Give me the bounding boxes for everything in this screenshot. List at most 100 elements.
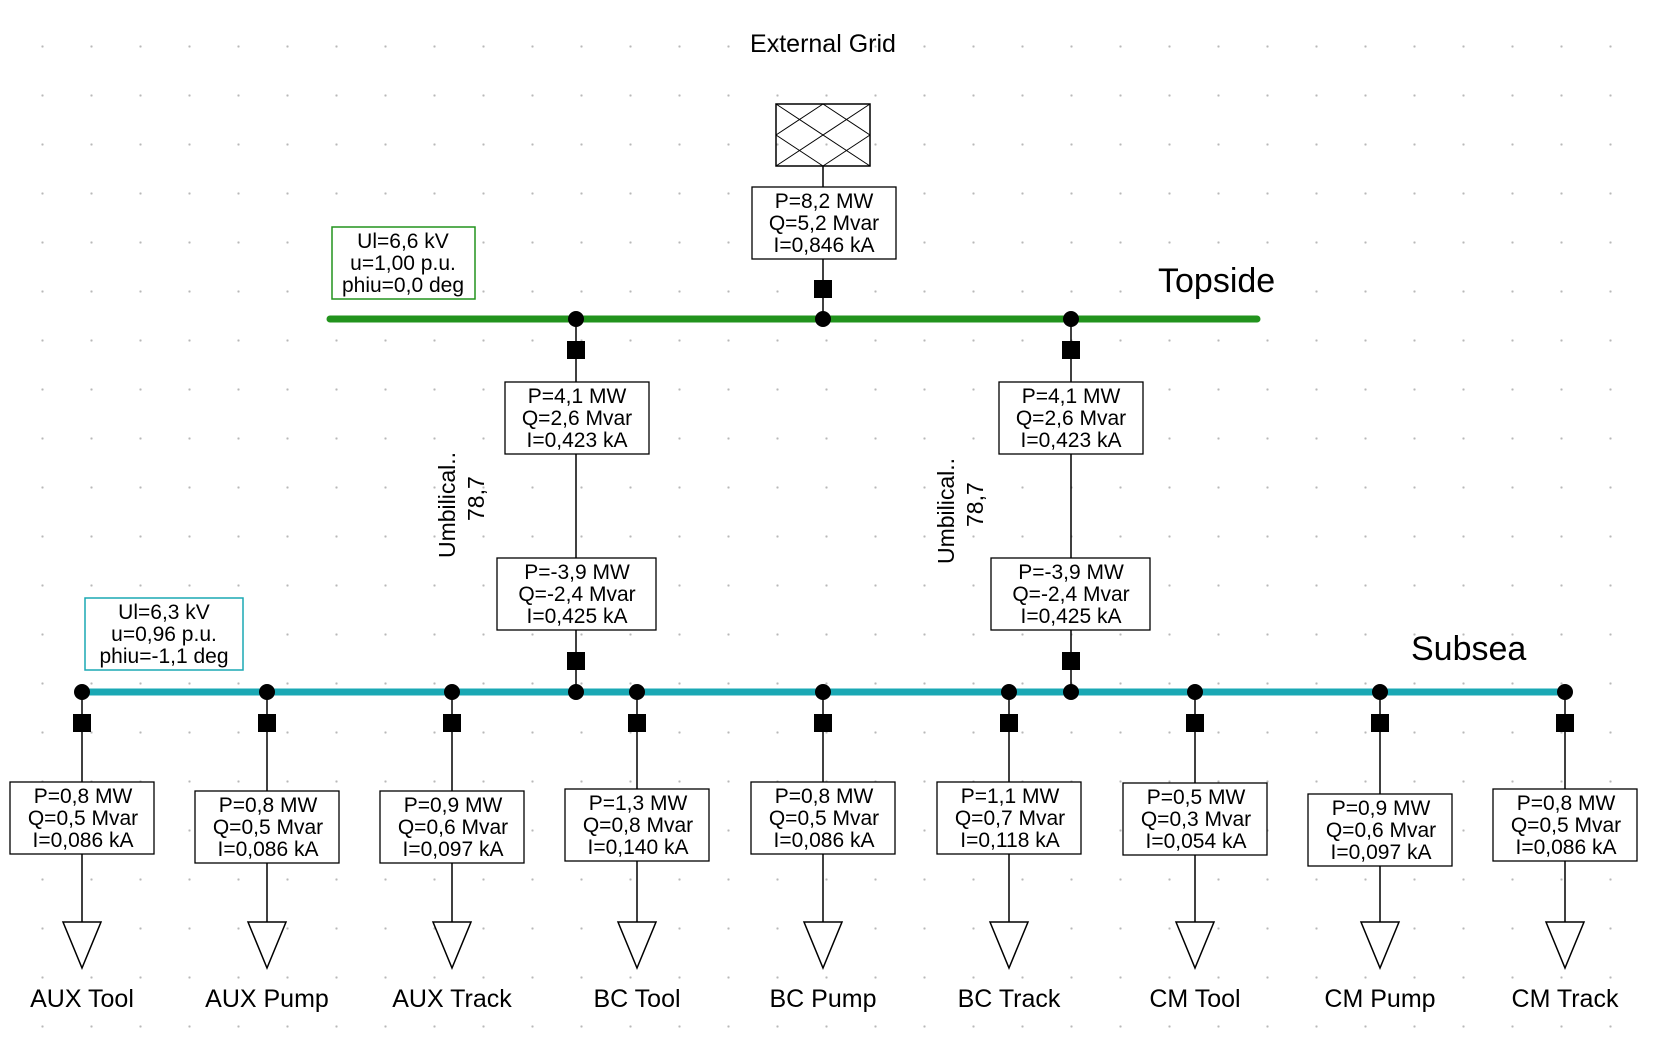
topside-bus-name: Topside [1158,262,1275,300]
result-line: Q=-2,4 Mvar [518,583,635,606]
load-symbol[interactable] [1359,921,1401,970]
load-name-label: CM Tool [1149,985,1240,1013]
result-line: I=0,086 kA [33,829,134,852]
result-line: P=-3,9 MW [1018,561,1124,584]
load-name-label: AUX Track [392,985,512,1013]
result-line: Ul=6,6 kV [357,230,449,253]
result-line: Q=0,6 Mvar [1326,819,1436,842]
result-line: P=0,8 MW [34,785,133,808]
load-result-box [564,788,710,862]
load-name-label: CM Track [1512,985,1619,1013]
subsea-node [1372,684,1388,700]
result-line: Q=0,5 Mvar [769,807,879,830]
load-name-label: BC Pump [770,985,877,1013]
result-line: Q=0,6 Mvar [398,816,508,839]
result-line: I=0,423 kA [527,429,628,452]
result-line: Q=-2,4 Mvar [1012,583,1129,606]
result-line: I=0,097 kA [1331,841,1432,864]
result-line: Q=0,5 Mvar [213,816,323,839]
subsea-node [74,684,90,700]
load-breaker[interactable] [1000,714,1018,732]
load-breaker[interactable] [1556,714,1574,732]
subsea-node [1063,684,1079,700]
load-name-label: BC Tool [593,985,680,1013]
result-line: P=1,3 MW [589,792,688,815]
result-line: Q=0,7 Mvar [955,807,1065,830]
result-line: I=0,425 kA [1021,605,1122,628]
result-line: I=0,140 kA [588,836,689,859]
subsea-node [1001,684,1017,700]
load-symbol[interactable] [616,921,658,970]
load-result-box [936,781,1082,855]
load-symbol[interactable] [1174,921,1216,970]
result-line: I=0,423 kA [1021,429,1122,452]
result-line: phiu=-1,1 deg [99,645,228,668]
load-symbol[interactable] [61,921,103,970]
result-line: I=0,425 kA [527,605,628,628]
load-name-label: BC Track [958,985,1061,1013]
result-line: Q=2,6 Mvar [522,407,632,430]
umbilical-2-loading: 78,7 [962,482,988,527]
external-grid-symbol[interactable] [775,103,871,167]
result-line: P=-3,9 MW [524,561,630,584]
load-breaker[interactable] [628,714,646,732]
load-breaker[interactable] [73,714,91,732]
result-line: Q=0,5 Mvar [28,807,138,830]
subsea-node [568,684,584,700]
topside-result-box: Ul=6,6 kV u=1,00 p.u. phiu=0,0 deg [331,226,476,300]
load-name-label: AUX Tool [30,985,134,1013]
load-name-label: CM Pump [1324,985,1435,1013]
result-line: P=4,1 MW [528,385,627,408]
result-line: I=0,097 kA [403,838,504,861]
result-line: P=4,1 MW [1022,385,1121,408]
umbilical-1-name: Umbilical.. [434,452,460,558]
load-result-box [9,781,155,855]
umbilical-1-bottom-breaker[interactable] [567,652,585,670]
result-line: I=0,846 kA [774,234,875,257]
result-line: Q=5,2 Mvar [769,212,879,235]
result-line: Q=2,6 Mvar [1016,407,1126,430]
load-breaker[interactable] [1371,714,1389,732]
result-line: I=0,118 kA [960,829,1059,852]
result-line: Q=0,8 Mvar [583,814,693,837]
load-result-box [194,790,340,864]
result-line: Ul=6,3 kV [118,601,210,624]
subsea-node [815,684,831,700]
load-symbol[interactable] [246,921,288,970]
load-symbol[interactable] [988,921,1030,970]
result-line: P=0,9 MW [1332,797,1431,820]
load-breaker[interactable] [443,714,461,732]
load-breaker[interactable] [258,714,276,732]
umbilical-2-top-breaker[interactable] [1062,341,1080,359]
subsea-result-box: Ul=6,3 kV u=0,96 p.u. phiu=-1,1 deg [84,597,244,671]
load-symbol[interactable] [1544,921,1586,970]
umbilical-1-loading: 78,7 [463,476,489,521]
load-symbol[interactable] [431,921,473,970]
result-line: I=0,086 kA [774,829,875,852]
load-symbol[interactable] [802,921,844,970]
result-line: P=0,8 MW [1517,792,1616,815]
result-line: Q=0,3 Mvar [1141,808,1251,831]
load-breaker[interactable] [814,714,832,732]
load-result-box [1307,793,1453,867]
result-line: u=1,00 p.u. [350,252,456,275]
subsea-node [259,684,275,700]
topside-node [1063,311,1079,327]
subsea-node [1557,684,1573,700]
umbilical-2-bottom-breaker[interactable] [1062,652,1080,670]
load-result-box [1122,782,1268,856]
umbilical-2-top-result-box: P=4,1 MW Q=2,6 Mvar I=0,423 kA [998,381,1144,455]
result-line: P=0,8 MW [219,794,318,817]
result-line: Q=0,5 Mvar [1511,814,1621,837]
load-breaker[interactable] [1186,714,1204,732]
load-result-box [379,790,525,864]
result-line: u=0,96 p.u. [111,623,217,646]
umbilical-1-top-breaker[interactable] [567,341,585,359]
umbilical-1-bottom-result-box: P=-3,9 MW Q=-2,4 Mvar I=0,425 kA [496,557,657,631]
result-line: phiu=0,0 deg [342,274,464,297]
topside-node [815,311,831,327]
external-grid-breaker[interactable] [814,280,832,298]
umbilical-1-top-result-box: P=4,1 MW Q=2,6 Mvar I=0,423 kA [504,381,650,455]
